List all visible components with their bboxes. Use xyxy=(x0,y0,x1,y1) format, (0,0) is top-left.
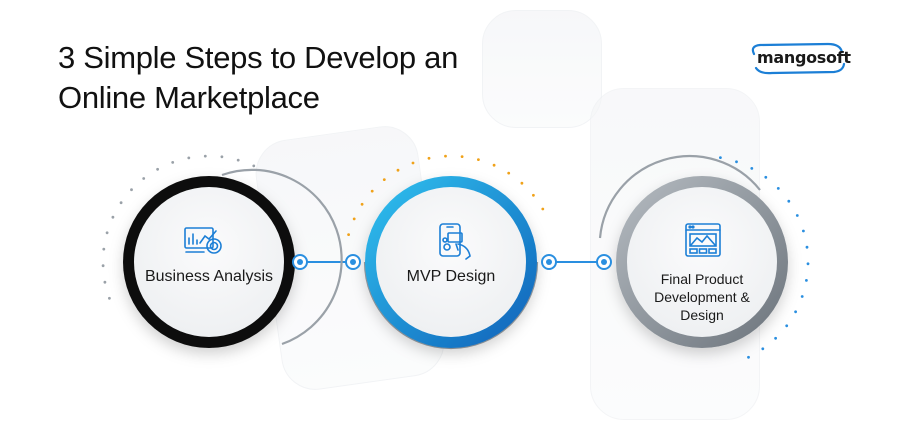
analytics-chart-icon xyxy=(184,227,222,254)
decorative-dot xyxy=(427,156,431,160)
decorative-dot xyxy=(806,262,810,266)
decorative-dot xyxy=(105,231,109,235)
connector-node-4 xyxy=(596,254,612,270)
decorative-dot xyxy=(776,187,780,190)
step-1-outer-arc xyxy=(221,168,343,346)
decorative-dot xyxy=(360,202,364,206)
decorative-dot xyxy=(802,229,805,233)
decorative-dot xyxy=(444,154,447,158)
step-3-label-line-3: Design xyxy=(680,307,724,323)
decorative-dot xyxy=(719,156,722,160)
decorative-dot xyxy=(111,215,115,219)
decorative-dot xyxy=(171,161,175,164)
decorative-dot xyxy=(236,158,240,162)
decorative-dot xyxy=(750,167,754,170)
step-3-label: Final Product Development & Design xyxy=(627,270,777,324)
decorative-dot xyxy=(101,264,105,268)
decorative-dot xyxy=(108,296,111,300)
step-3-dotted-arc xyxy=(719,156,810,359)
decorative-dot xyxy=(785,324,789,328)
decorative-dot xyxy=(220,155,224,159)
step-1-circle xyxy=(123,176,295,348)
decorative-dot xyxy=(541,207,545,211)
connector-node-3 xyxy=(541,254,557,270)
mangosoft-logo xyxy=(751,42,846,75)
step-1-label: Business Analysis xyxy=(144,268,274,285)
decorative-dot xyxy=(252,164,256,168)
decorative-dot xyxy=(396,168,400,172)
decorative-dot xyxy=(347,233,350,237)
page-title: 3 Simple Steps to Develop an Online Mark… xyxy=(58,38,458,118)
decorative-dot xyxy=(735,160,738,164)
decorative-dot xyxy=(477,158,480,162)
step-3-label-line-2: Development & xyxy=(654,289,750,305)
decorative-dot xyxy=(805,245,809,249)
step-2-dotted-arc xyxy=(347,154,545,237)
title-line-2: Online Marketplace xyxy=(58,80,320,115)
decorative-dot xyxy=(774,336,777,340)
decorative-dot xyxy=(142,177,146,180)
decorative-dot xyxy=(507,171,511,175)
decorative-dot xyxy=(805,279,808,282)
decorative-dot xyxy=(156,167,160,171)
logo-text: mangosoft xyxy=(757,48,851,67)
mobile-design-icon xyxy=(439,223,471,260)
decorative-dot xyxy=(370,189,374,193)
decorative-dot xyxy=(794,310,797,314)
decorative-dot xyxy=(787,199,791,203)
background-phone-top xyxy=(482,10,602,128)
step-3-circle xyxy=(616,176,788,348)
decorative-dot xyxy=(130,188,133,192)
decorative-dot xyxy=(520,181,524,185)
step-1-dotted-arc xyxy=(101,154,256,300)
step-2-label: MVP Design xyxy=(406,268,496,285)
decorative-dot xyxy=(800,295,804,298)
connector-node-2 xyxy=(345,254,361,270)
decorative-dot xyxy=(532,193,535,197)
step-3-outer-arc xyxy=(598,155,761,239)
title-line-1: 3 Simple Steps to Develop an xyxy=(58,40,459,75)
decorative-dot xyxy=(761,347,765,351)
step-3-label-line-1: Final Product xyxy=(660,271,744,287)
decorative-dot xyxy=(795,214,799,217)
decorative-dot xyxy=(119,201,123,205)
decorative-dot xyxy=(102,247,106,251)
decorative-dot xyxy=(411,161,415,165)
decorative-dot xyxy=(492,163,496,167)
decorative-dot xyxy=(352,217,356,221)
decorative-dot xyxy=(203,154,207,158)
connector-node-1 xyxy=(292,254,308,270)
browser-layout-icon xyxy=(685,223,721,257)
decorative-dot xyxy=(382,178,386,182)
decorative-dot xyxy=(460,155,464,159)
decorative-dot xyxy=(764,175,768,179)
decorative-dot xyxy=(187,156,191,160)
step-2-circle xyxy=(365,176,537,348)
decorative-dot xyxy=(747,355,750,359)
decorative-dot xyxy=(103,280,107,284)
